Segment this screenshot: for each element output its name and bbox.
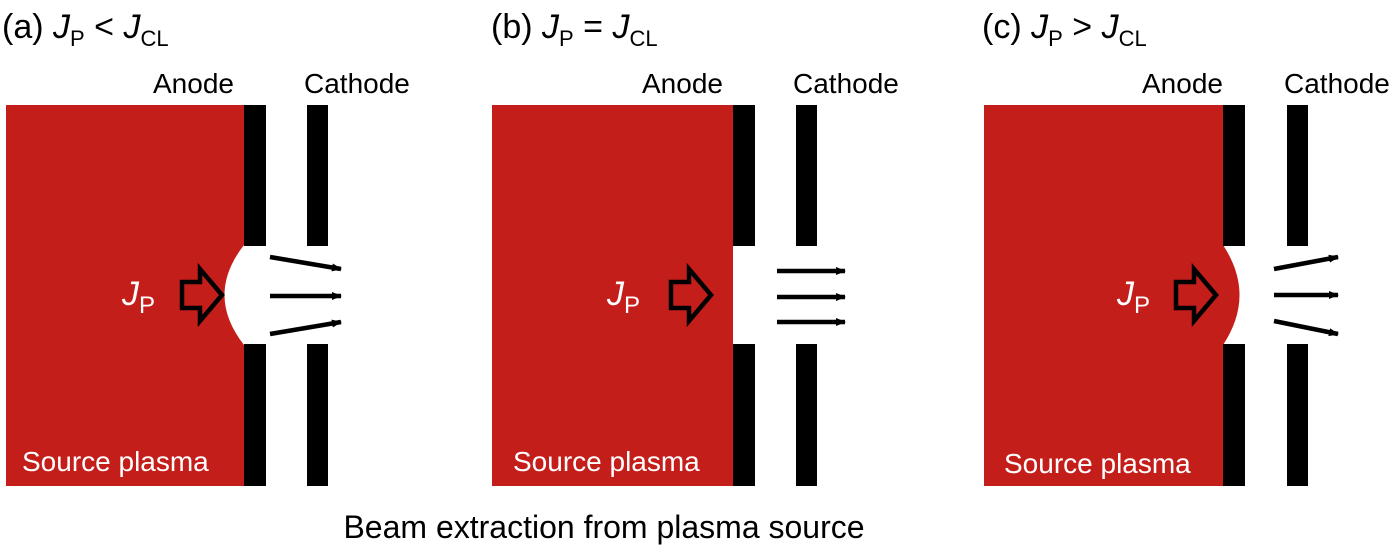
current-label: JP <box>121 275 155 319</box>
beam-arrow-icon <box>1273 318 1339 337</box>
current-label: JP <box>1116 275 1150 319</box>
plasma-label: Source plasma <box>22 446 209 477</box>
beam-arrow-icon <box>1273 254 1339 272</box>
current-label: JP <box>606 275 640 319</box>
anode-label: Anode <box>1142 68 1223 99</box>
panel-c: (c) JP > JCL Anode Cathode JP Source pla… <box>982 8 1390 486</box>
anode-upper <box>244 105 266 246</box>
anode-label: Anode <box>153 68 234 99</box>
anode-lower <box>244 344 266 486</box>
cathode-lower <box>1287 344 1308 486</box>
panel-c-title: (c) JP > JCL <box>982 8 1147 51</box>
cathode-lower <box>307 344 328 486</box>
panel-b-title: (b) JP = JCL <box>491 8 658 51</box>
current-flow-arrow-icon <box>668 262 714 328</box>
cathode-upper <box>307 105 328 246</box>
panel-a: (a) JP < JCL Anode Cathode JP Source pla… <box>2 8 410 486</box>
current-flow-arrow-icon <box>1173 262 1219 328</box>
cathode-label: Cathode <box>304 68 410 99</box>
anode-upper <box>733 105 755 246</box>
anode-lower <box>1223 344 1245 486</box>
plasma-label: Source plasma <box>513 446 700 477</box>
cathode-label: Cathode <box>793 68 899 99</box>
current-flow-arrow-icon <box>179 262 225 328</box>
cathode-lower <box>796 344 817 486</box>
cathode-upper <box>796 105 817 246</box>
figure-caption: Beam extraction from plasma source <box>343 509 864 545</box>
panel-a-title: (a) JP < JCL <box>2 8 169 51</box>
cathode-label: Cathode <box>1284 68 1390 99</box>
anode-lower <box>733 344 755 486</box>
anode-label: Anode <box>642 68 723 99</box>
plasma-label: Source plasma <box>1004 448 1191 479</box>
beam-arrow-icon <box>269 319 342 337</box>
beam-arrow-icon <box>269 254 342 272</box>
panel-b: (b) JP = JCL Anode Cathode JP Source pla… <box>491 8 899 486</box>
source-plasma <box>492 105 733 486</box>
source-plasma <box>984 105 1240 486</box>
source-plasma <box>6 105 244 486</box>
cathode-upper <box>1287 105 1308 246</box>
anode-upper <box>1223 105 1245 246</box>
